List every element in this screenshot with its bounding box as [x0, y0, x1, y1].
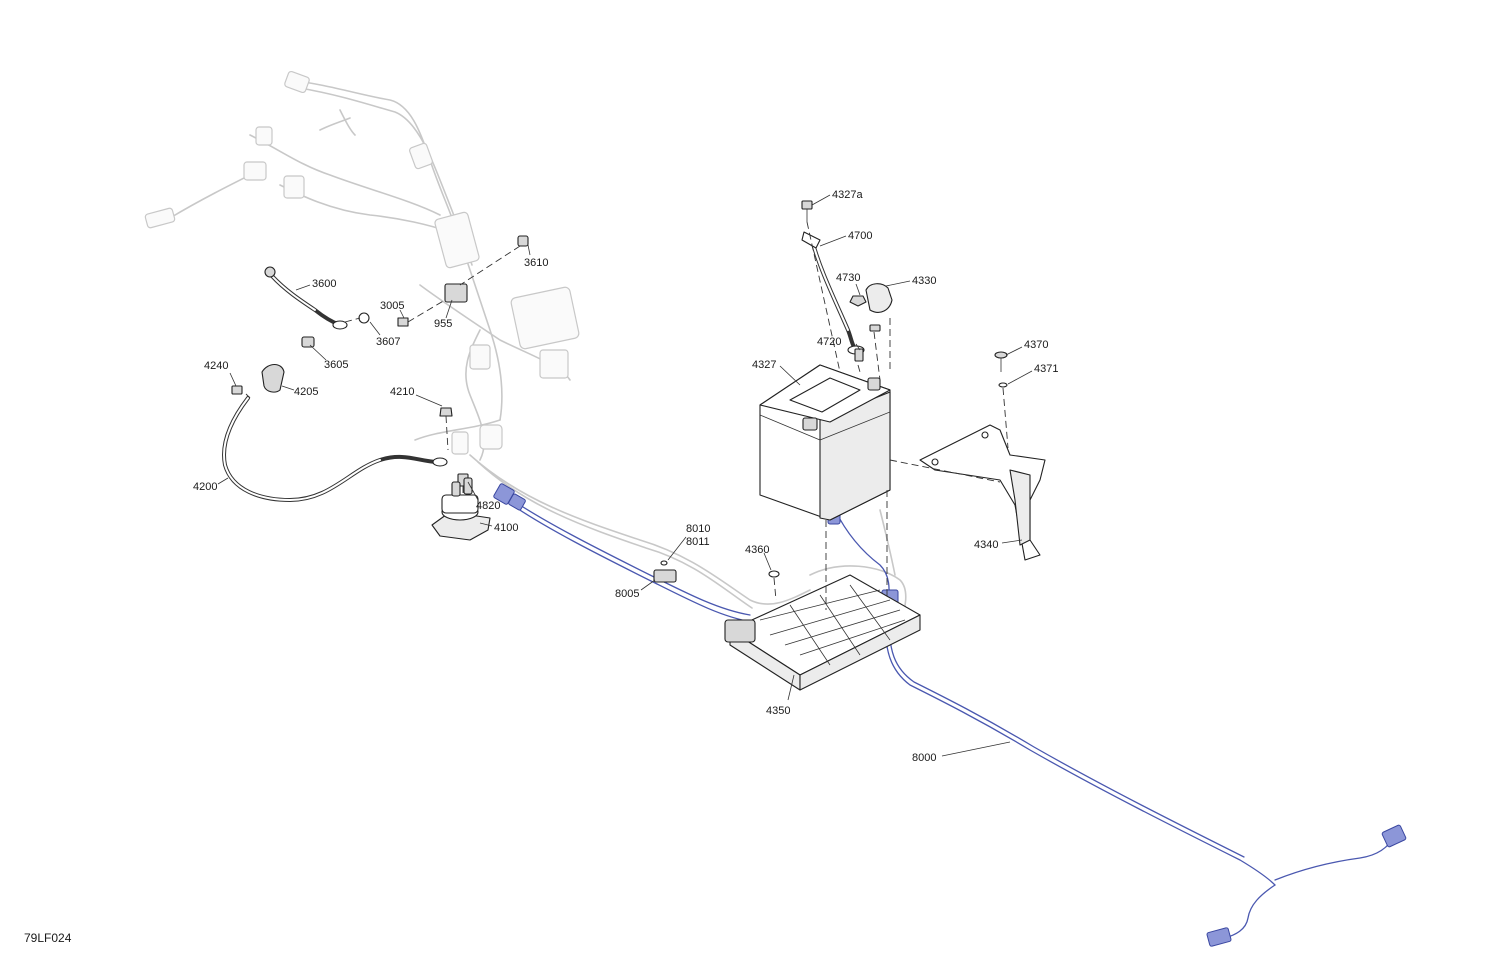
callout-labels: 4327a 4700 4730 4330 4720 4327 4370 4371… — [193, 189, 1058, 764]
leader-lines — [217, 194, 1033, 757]
harness-8000 — [493, 483, 1407, 947]
tray-harness-ghost — [469, 454, 907, 626]
main-harness-ghost — [144, 70, 580, 461]
callout-4350: 4350 — [766, 705, 790, 717]
terminal-cover — [865, 283, 893, 313]
battery-tray — [724, 574, 921, 691]
callout-955: 955 — [434, 318, 452, 330]
callout-3607: 3607 — [376, 336, 400, 348]
callout-4340: 4340 — [974, 539, 998, 551]
ground-strap — [264, 266, 348, 330]
callout-4700: 4700 — [848, 230, 872, 242]
callout-4205: 4205 — [294, 386, 318, 398]
callout-4100: 4100 — [494, 522, 518, 534]
callout-4210: 4210 — [390, 386, 414, 398]
callout-8005: 8005 — [615, 588, 639, 600]
callout-4327: 4327 — [752, 359, 776, 371]
callout-8010: 8010 — [686, 523, 710, 535]
callout-4730: 4730 — [836, 272, 860, 284]
figure-id: 79LF024 — [24, 931, 72, 945]
callout-3610: 3610 — [524, 257, 548, 269]
alignment-lines — [245, 221, 1009, 610]
callout-3600: 3600 — [312, 278, 336, 290]
callout-4720: 4720 — [817, 336, 841, 348]
callout-4200: 4200 — [193, 481, 217, 493]
callout-3605: 3605 — [324, 359, 348, 371]
callout-4240: 4240 — [204, 360, 228, 372]
callout-4371: 4371 — [1034, 363, 1058, 375]
callout-4370: 4370 — [1024, 339, 1048, 351]
battery — [759, 364, 891, 521]
positive-cable — [222, 363, 448, 503]
callout-4327a: 4327a — [832, 189, 863, 201]
callout-8011: 8011 — [686, 536, 710, 548]
solenoid — [431, 477, 491, 541]
callout-8000: 8000 — [912, 752, 936, 764]
battery-bracket — [919, 424, 1046, 561]
callout-4360: 4360 — [745, 544, 769, 556]
callout-4820: 4820 — [476, 500, 500, 512]
callout-4330: 4330 — [912, 275, 936, 287]
callout-3005: 3005 — [380, 300, 404, 312]
fasteners — [231, 200, 1008, 583]
